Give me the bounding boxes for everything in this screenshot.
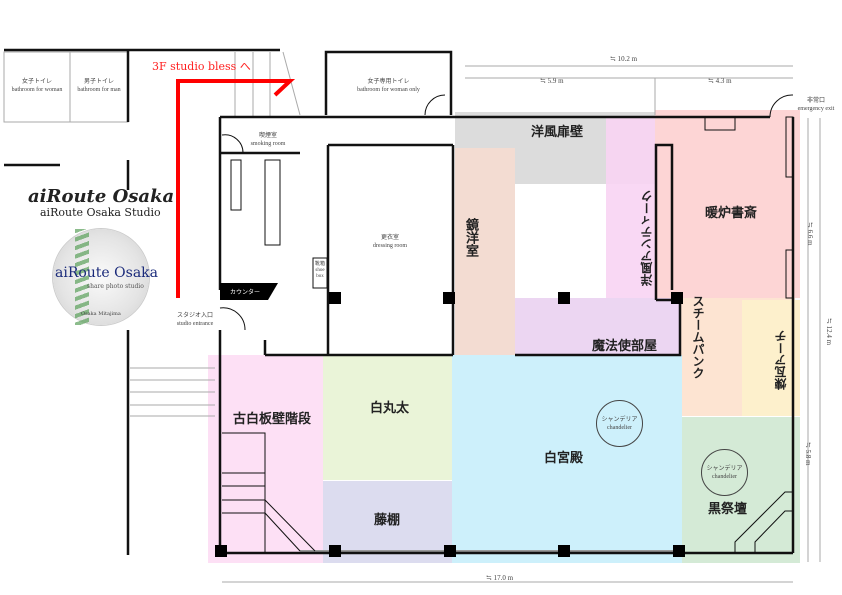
logo-script-title: aiRoute Osaka	[28, 186, 175, 207]
zone-mirror-room	[455, 148, 515, 355]
zone-wisteria	[323, 481, 452, 563]
zone-wizard-room	[515, 298, 681, 355]
label-ja: 靴箱	[314, 262, 325, 267]
label-ja: 女子専用トイレ	[367, 79, 410, 85]
label-en: emergency exit	[797, 106, 835, 112]
zone-antique	[606, 118, 656, 300]
dressing-room-label: 更衣室 dressing room	[340, 234, 440, 250]
women-only-toilet-label: 女子専用トイレ bathroom for woman only	[326, 78, 451, 94]
room-wizard-room[interactable]: 魔法使部屋	[592, 339, 658, 354]
zone-black-altar	[682, 417, 800, 563]
label-en: bathroom for woman	[11, 87, 63, 93]
zone-white-palace	[452, 355, 682, 563]
room-door-wall[interactable]: 洋風扉壁	[531, 125, 584, 140]
room-antique[interactable]: 洋風アンティーク	[640, 190, 654, 286]
dim-top-left: ≒ 5.9 m	[540, 77, 564, 85]
room-mirror-room[interactable]: 鏡洋室	[463, 218, 478, 257]
womens-toilet-label: 女子トイレ bathroom for woman	[4, 78, 70, 94]
label-en: smoking room	[250, 141, 286, 147]
zone-white-logs	[323, 355, 452, 480]
room-old-white-stairs[interactable]: 古白板壁階段	[233, 412, 312, 427]
label-ja: 男子トイレ	[83, 79, 114, 85]
room-white-palace[interactable]: 白宮殿	[544, 451, 584, 466]
room-white-logs[interactable]: 白丸太	[370, 401, 410, 416]
label-en: chandelier	[712, 473, 737, 480]
label-ja: シャンデリア	[601, 416, 638, 423]
label-ja: 喫煙室	[258, 133, 277, 139]
label-en: studio entrance	[176, 321, 214, 327]
dim-bottom-total: ≒ 17.0 m	[486, 574, 514, 582]
label-ja: 非常口	[806, 98, 825, 104]
label-ja: スタジオ入口	[176, 313, 213, 319]
studio-entrance-label[interactable]: スタジオ入口 studio entrance	[165, 312, 225, 328]
room-black-altar[interactable]: 黒祭壇	[708, 502, 748, 517]
dim-top-right: ≒ 4.3 m	[708, 77, 732, 85]
label-en: bathroom for man	[77, 87, 121, 93]
badge-subtitle: share photo studio	[87, 283, 144, 290]
logo-subtitle: aiRoute Osaka Studio	[40, 206, 161, 219]
logo-badge: aiRoute Osaka share photo studio Osaka M…	[53, 229, 158, 325]
dim-right-total: ≒ 12.4 m	[825, 318, 833, 346]
badge-title: aiRoute Osaka	[55, 265, 159, 281]
ivy-decoration	[75, 229, 89, 325]
label-ja: 更衣室	[380, 235, 399, 241]
emergency-exit-label[interactable]: 非常口 emergency exit	[790, 97, 842, 113]
badge-footer: Osaka Mitajima	[81, 311, 121, 317]
zone-brick-arch	[742, 300, 800, 416]
room-wisteria[interactable]: 藤棚	[374, 513, 401, 528]
route-to-3f-label: 3F studio bless へ	[152, 60, 251, 73]
dim-right-lower: ≒ 5.8 m	[804, 442, 812, 466]
dim-right-upper: ≒ 6.6 m	[806, 222, 814, 246]
label-en: bathroom for woman only	[357, 87, 420, 93]
room-fireplace-study[interactable]: 暖炉書斎	[705, 206, 758, 221]
label-en: dressing room	[372, 243, 408, 249]
dim-top-total: ≒ 10.2 m	[610, 55, 638, 63]
room-brick-arch[interactable]: 煉瓦アーチ	[774, 330, 788, 390]
label-ja: シャンデリア	[706, 465, 743, 472]
mens-toilet-label: 男子トイレ bathroom for man	[70, 78, 128, 94]
zone-fireplace-study	[655, 110, 800, 298]
counter-label: カウンター	[230, 289, 261, 296]
label-ja: 女子トイレ	[21, 79, 52, 85]
label-en: chandelier	[607, 424, 632, 431]
label-en: shoe box	[315, 268, 325, 279]
room-steampunk[interactable]: スチームパンク	[691, 295, 705, 379]
smoking-room-label: 喫煙室 smoking room	[228, 132, 308, 148]
